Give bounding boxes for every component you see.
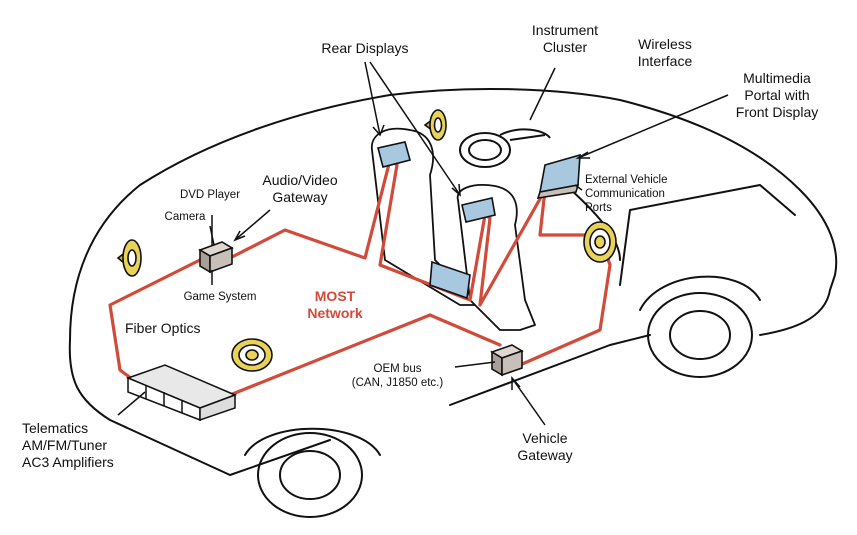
rear-wheel-hub: [279, 450, 341, 500]
rear-wheel: [257, 432, 363, 518]
game-system-label: Game System: [183, 291, 257, 303]
vehicle-gateway-box: [490, 344, 524, 377]
wireless-interface-label: Wireless Interface: [637, 36, 693, 69]
camera-label: Camera: [164, 211, 206, 223]
center-console-display: [429, 260, 471, 300]
telematics-label: Telematics AM/FM/Tuner AC3 Amplifiers: [22, 420, 114, 470]
rear-displays: [377, 141, 496, 300]
dvd-player-label: DVD Player: [179, 189, 241, 201]
seats: [371, 127, 536, 331]
steering-wheel: [459, 128, 551, 168]
speaker-rear-top: [423, 109, 447, 141]
front-wheel-hub: [669, 310, 731, 360]
pointer-arrows: [117, 61, 729, 426]
external-vehicle-ports-label: External Vehicle Communication Ports: [585, 174, 668, 214]
instrument-cluster-label: Instrument Cluster: [531, 22, 599, 55]
most-network-label: MOST Network: [307, 288, 363, 321]
speaker-floor: [231, 338, 273, 372]
speaker-front-door: [583, 221, 617, 263]
fiber-optics-label: Fiber Optics: [125, 320, 201, 336]
rear-display-left: [377, 141, 411, 168]
multimedia-portal-device: [536, 153, 581, 199]
front-wheel: [647, 292, 753, 378]
speaker-rear-left: [116, 239, 142, 277]
av-gateway-box: [198, 241, 234, 274]
av-gateway-label: Audio/Video Gateway: [262, 172, 338, 205]
telematics-modules: [125, 364, 238, 422]
oem-bus-label: OEM bus (CAN, J1850 etc.): [351, 363, 444, 389]
front-seat: [456, 184, 536, 331]
rear-display-right: [461, 197, 496, 223]
rear-displays-label: Rear Displays: [321, 40, 409, 56]
vehicle-gateway-label: Vehicle Gateway: [517, 430, 573, 463]
multimedia-portal-label: Multimedia Portal with Front Display: [735, 70, 819, 120]
speakers: [116, 109, 617, 372]
